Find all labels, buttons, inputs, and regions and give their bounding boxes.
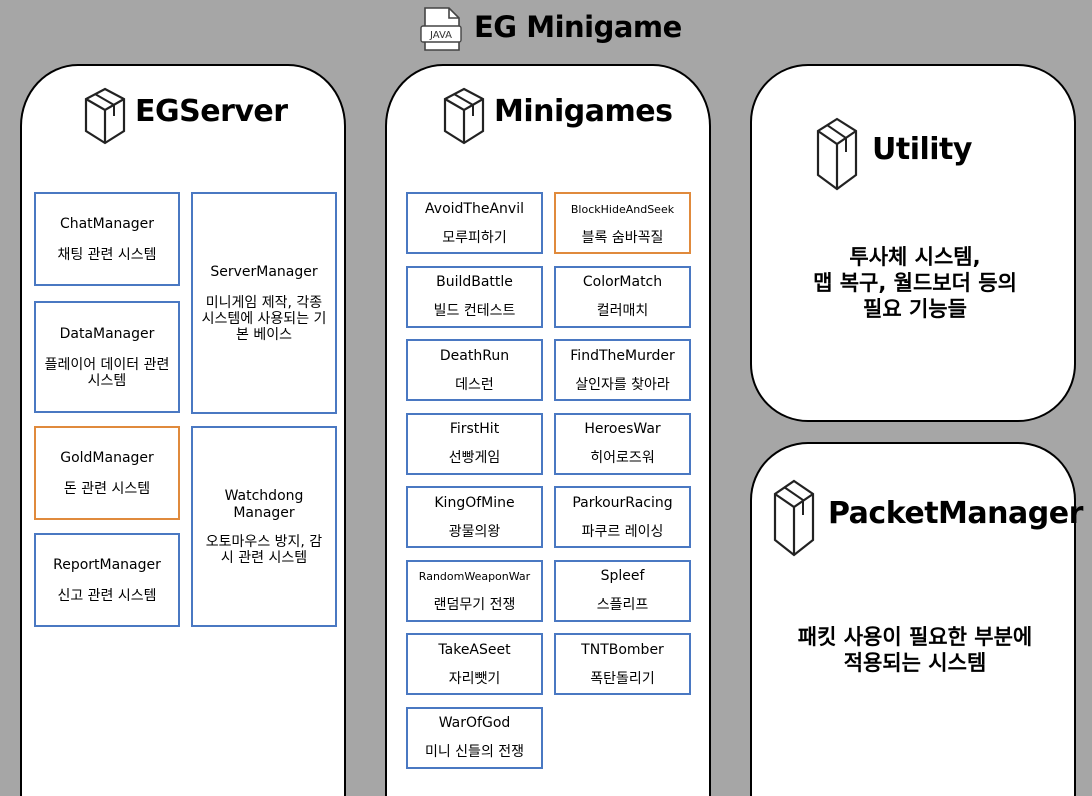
card-avoidtheanvil: AvoidTheAnvil 모루피하기 [406, 192, 543, 254]
card-desc: 폭탄돌리기 [590, 670, 655, 687]
card-blockhideandseek: BlockHideAndSeek 블록 숨바꼭질 [554, 192, 691, 254]
utility-line: 투사체 시스템, [849, 245, 981, 269]
packetmanager-line: 적용되는 시스템 [843, 651, 987, 675]
card-desc: 플레이어 데이터 관련 시스템 [44, 356, 170, 389]
card-name: ColorMatch [582, 274, 663, 290]
card-heroeswar: HeroesWar 히어로즈워 [554, 412, 691, 475]
card-desc: 블록 숨바꼭질 [581, 229, 664, 246]
card-kingofmine: KingOfMine 광물의왕 [406, 486, 543, 548]
egserver-title: EGServer [135, 94, 288, 129]
packetmanager-line: 패킷 사용이 필요한 부분에 [797, 625, 1033, 649]
card-name: TakeASeet [438, 641, 511, 658]
card-takeaseet: TakeASeet 자리뺏기 [406, 633, 543, 695]
card-desc: 광물의왕 [448, 523, 501, 540]
card-servermanager: ServerManager 미니게임 제작, 각종 시스템에 사용되는 기본 베… [191, 192, 337, 414]
card-name: ParkourRacing [572, 494, 673, 511]
card-desc: 미니게임 제작, 각종 시스템에 사용되는 기본 베이스 [201, 294, 327, 343]
card-datamanager: DataManager 플레이어 데이터 관련 시스템 [34, 301, 180, 413]
card-name: ChatManager [59, 215, 155, 232]
card-desc: 빌드 컨테스트 [433, 303, 516, 319]
utility-title: Utility [872, 132, 972, 167]
egserver-panel: EGServer ChatManager 채팅 관련 시스템 DataManag… [20, 64, 346, 796]
card-spleef: Spleef 스플리프 [554, 559, 691, 622]
card-name: AvoidTheAnvil [425, 200, 524, 217]
card-desc: 데스런 [455, 376, 494, 393]
utility-line: 맵 복구, 월드보더 등의 [813, 271, 1017, 295]
card-name: FindTheMurder [570, 347, 675, 364]
card-desc: 살인자를 찾아라 [575, 376, 670, 393]
card-randomweaponwar: RandomWeaponWar 랜덤무기 전쟁 [406, 559, 543, 622]
card-desc: 모루피하기 [442, 229, 507, 246]
card-desc: 히어로즈워 [590, 450, 655, 466]
card-name: DeathRun [439, 347, 510, 364]
package-box-icon [773, 479, 815, 557]
svg-text:JAVA: JAVA [429, 30, 452, 41]
utility-panel: Utility 투사체 시스템, 맵 복구, 월드보더 등의 필요 기능들 [750, 64, 1076, 422]
card-name: WarOfGod [438, 715, 511, 731]
card-desc: 파쿠르 레이싱 [581, 523, 664, 540]
card-parkourracing: ParkourRacing 파쿠르 레이싱 [554, 486, 691, 548]
card-name: DataManager [59, 325, 155, 342]
card-desc: 선빵게임 [448, 450, 501, 466]
card-desc: 컬러매치 [596, 303, 649, 319]
minigames-panel: Minigames AvoidTheAnvil 모루피하기 BlockHideAnd… [385, 64, 711, 796]
card-name: Spleef [600, 568, 645, 584]
card-firsthit: FirstHit 선빵게임 [406, 412, 543, 475]
card-name: FirstHit [449, 421, 500, 437]
card-deathrun: DeathRun 데스런 [406, 339, 543, 401]
utility-line: 필요 기능들 [863, 297, 967, 321]
card-reportmanager: ReportManager 신고 관련 시스템 [34, 533, 180, 627]
card-name: GoldManager [60, 449, 154, 466]
card-colormatch: ColorMatch 컬러매치 [554, 265, 691, 328]
utility-description: 투사체 시스템, 맵 복구, 월드보더 등의 필요 기능들 [752, 244, 1078, 322]
card-name: KingOfMine [434, 494, 515, 511]
package-box-icon [443, 87, 485, 145]
card-name: RandomWeaponWar [418, 570, 531, 583]
card-desc: 자리뺏기 [448, 670, 501, 687]
package-box-icon [84, 87, 126, 145]
card-buildbattle: BuildBattle 빌드 컨테스트 [406, 265, 543, 328]
card-name: Watchdong Manager [224, 487, 304, 521]
java-file-icon: JAVA [420, 7, 462, 51]
card-name: BlockHideAndSeek [570, 202, 675, 216]
packetmanager-title: PacketManager [828, 496, 1083, 531]
card-desc: 오토마우스 방지, 감시 관련 시스템 [205, 533, 323, 566]
card-chatmanager: ChatManager 채팅 관련 시스템 [34, 192, 180, 286]
card-warofgod: WarOfGod 미니 신들의 전쟁 [406, 706, 543, 769]
card-watchdongmanager: Watchdong Manager 오토마우스 방지, 감시 관련 시스템 [191, 426, 337, 627]
page-title: EG Minigame [474, 10, 682, 44]
package-box-icon [816, 117, 858, 191]
card-desc: 채팅 관련 시스템 [57, 246, 157, 263]
card-desc: 신고 관련 시스템 [57, 587, 157, 604]
card-tntbomber: TNTBomber 폭탄돌리기 [554, 633, 691, 695]
packetmanager-description: 패킷 사용이 필요한 부분에 적용되는 시스템 [752, 624, 1078, 676]
packetmanager-panel: PacketManager 패킷 사용이 필요한 부분에 적용되는 시스템 [750, 442, 1083, 796]
card-findthemurder: FindTheMurder 살인자를 찾아라 [554, 339, 691, 401]
card-name: TNTBomber [581, 641, 664, 658]
card-desc: 돈 관련 시스템 [63, 480, 151, 497]
card-goldmanager: GoldManager 돈 관련 시스템 [34, 426, 180, 520]
card-name: ReportManager [53, 556, 161, 573]
card-desc: 스플리프 [596, 597, 649, 613]
card-name: HeroesWar [584, 421, 661, 437]
card-desc: 랜덤무기 전쟁 [433, 597, 516, 613]
card-desc: 미니 신들의 전쟁 [424, 744, 525, 760]
page-header: JAVA EG Minigame [0, 0, 1092, 60]
minigames-title: Minigames [494, 94, 673, 129]
card-name: BuildBattle [436, 274, 513, 290]
card-name: ServerManager [210, 263, 318, 280]
